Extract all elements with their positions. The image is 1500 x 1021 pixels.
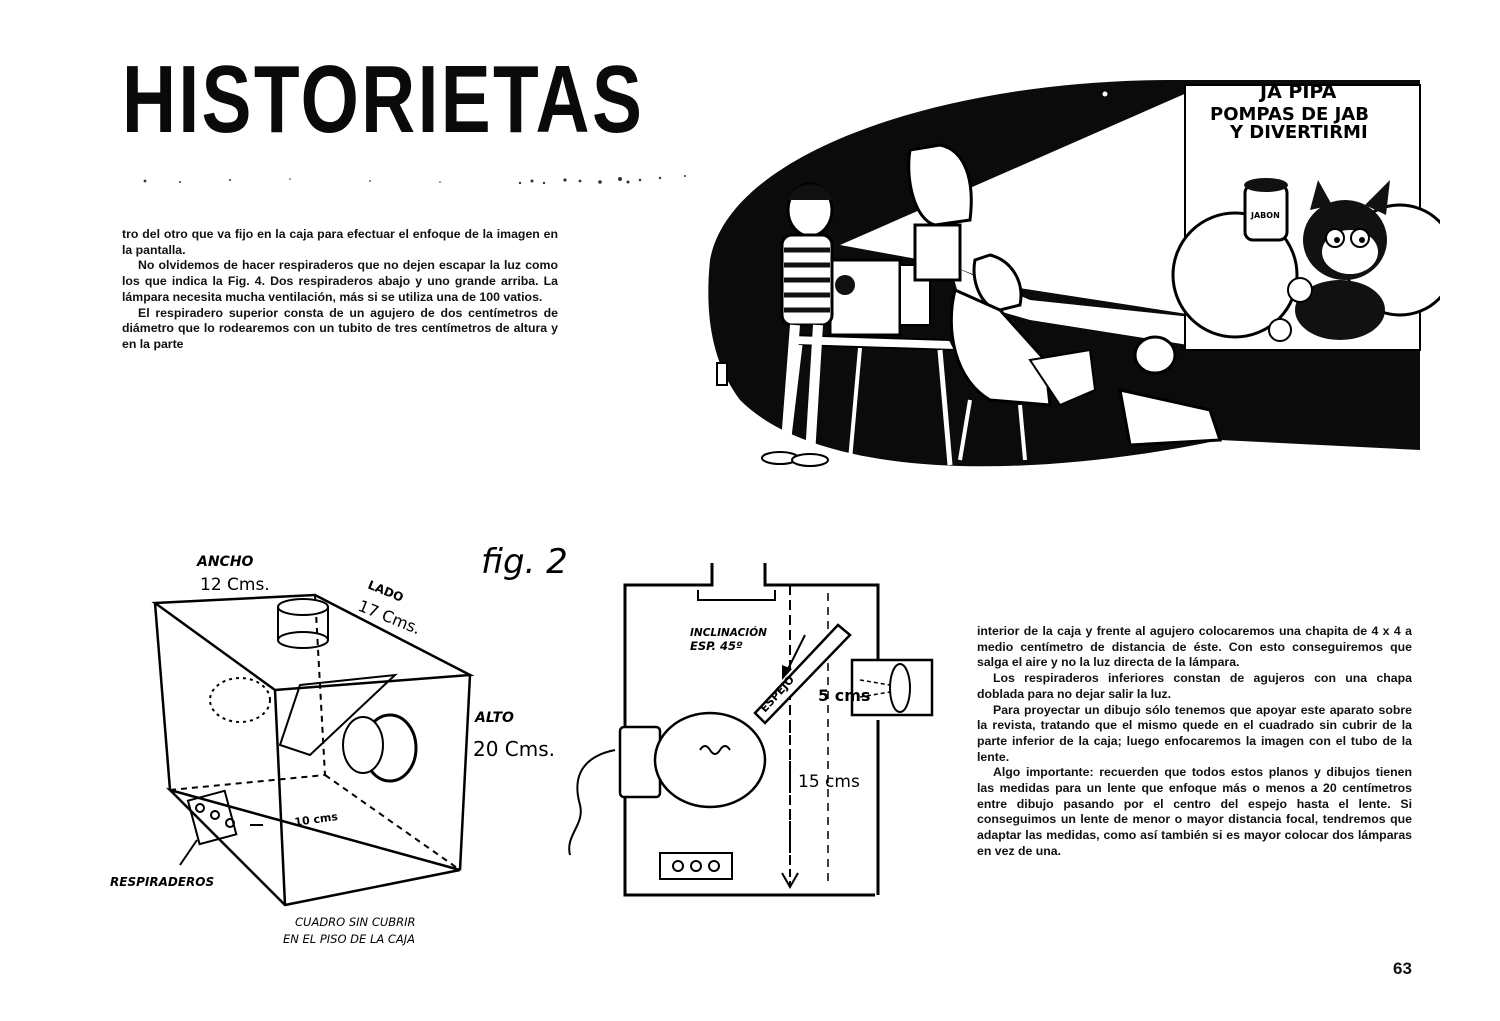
paragraph: Para proyectar un dibujo sólo tenemos qu… — [977, 702, 1412, 764]
five-cms-label: 5 cms — [818, 686, 870, 705]
screen-text: Y DIVERTIRMI — [1229, 122, 1368, 143]
respiraderos-label: RESPIRADEROS — [110, 875, 214, 889]
figure-label: fig. 2 — [481, 542, 568, 582]
paragraph: Algo importante: recuerden que todos est… — [977, 765, 1412, 858]
paragraph: El respiradero superior consta de un agu… — [122, 305, 558, 351]
alto-label: ALTO — [474, 710, 514, 726]
paragraph: Los respiraderos inferiores constan de a… — [977, 671, 1412, 701]
screen-text: JA PIPA — [1258, 81, 1337, 103]
cuadro-label: CUADRO SIN CUBRIR — [295, 915, 416, 929]
paragraph: No olvidemos de hacer respiraderos que n… — [122, 258, 558, 304]
screen-text: POMPAS DE JAB — [1210, 104, 1369, 125]
paragraph: interior de la caja y frente al agujero … — [977, 624, 1412, 670]
print-speckle-decoration — [143, 175, 686, 185]
projection-scene-illustration: JA PIPA POMPAS DE JAB Y DIVERTIRMI JABON — [708, 80, 1440, 471]
page-number: 63 — [1393, 959, 1412, 978]
inclinacion-label: INCLINACIÓN — [690, 626, 767, 639]
article-column-right: interior de la caja y frente al agujero … — [977, 624, 1412, 860]
alto-value: 20 Cms. — [473, 737, 555, 761]
article-column-left: tro del otro que va fijo en la caja para… — [122, 227, 558, 353]
paragraph: tro del otro que va fijo en la caja para… — [122, 227, 558, 257]
inner-dimension: 10 cms — [294, 810, 339, 829]
ancho-label: ANCHO — [196, 554, 254, 570]
box-diagram: ANCHO 12 Cms. LADO 17 Cms. ALTO 20 Cms. … — [110, 542, 568, 946]
jar-label: JABON — [1250, 211, 1280, 220]
section-diagram: ESPEJO INCLINACIÓN ESP. 45º 5 cms 15 cms — [568, 563, 934, 897]
fifteen-cms-label: 15 cms — [798, 772, 860, 792]
inclinacion-value: ESP. 45º — [690, 639, 743, 653]
lado-value: 17 Cms. — [356, 596, 424, 638]
cuadro-label: EN EL PISO DE LA CAJA — [283, 932, 415, 946]
ancho-value: 12 Cms. — [200, 575, 270, 595]
page-title: HISTORIETAS — [122, 46, 645, 153]
